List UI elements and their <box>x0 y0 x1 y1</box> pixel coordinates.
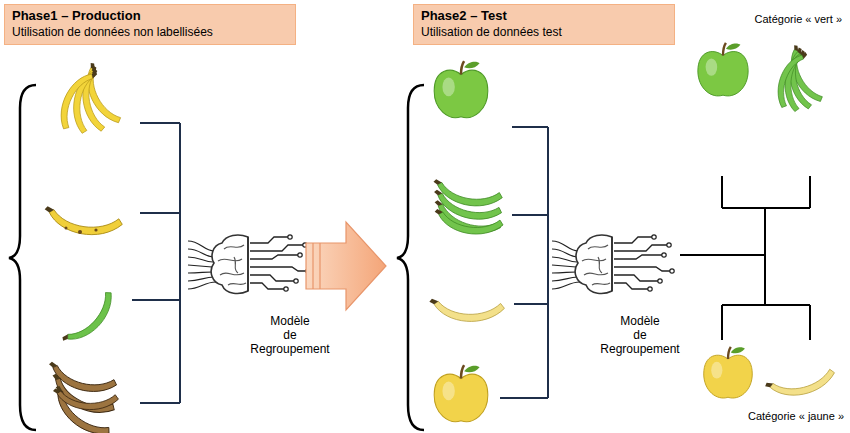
phase-header: Phase2 – TestUtilisation de données test <box>413 4 675 45</box>
brain-model-icon <box>188 235 310 294</box>
phase-title: Phase2 – Test <box>421 8 667 24</box>
yellow-banana <box>764 366 837 403</box>
model-caption: Modèle de Regroupement <box>240 314 340 356</box>
green-apple <box>698 43 748 96</box>
yellow-apple <box>704 347 753 398</box>
green-apple <box>434 61 488 118</box>
green-banana <box>61 288 121 351</box>
phase-header: Phase1 – ProductionUtilisation de donnée… <box>4 4 296 45</box>
phase-subtitle: Utilisation de données test <box>421 24 667 40</box>
input-bracket-lines <box>132 123 180 403</box>
green-banana-bunch <box>429 179 504 241</box>
phase-arrow <box>306 222 386 310</box>
green-banana-bunch <box>771 44 826 112</box>
brown-banana-bunch <box>45 361 119 433</box>
phase-title: Phase1 – Production <box>12 8 288 24</box>
input-bracket-lines <box>500 127 548 398</box>
curly-brace <box>397 85 424 430</box>
category-label: Catégorie « jaune » <box>748 409 844 423</box>
yellow-banana <box>429 299 505 323</box>
yellow-banana-bunch <box>52 62 124 135</box>
category-label: Catégorie « vert » <box>755 12 842 26</box>
brain-model-icon <box>552 235 674 294</box>
phase-subtitle: Utilisation de données non labellisées <box>12 24 288 40</box>
model-caption: Modèle de Regroupement <box>590 314 690 356</box>
yellow-apple <box>434 365 488 422</box>
curly-brace <box>9 85 36 430</box>
output-tree-lines <box>680 176 810 340</box>
yellow-banana <box>42 206 123 239</box>
